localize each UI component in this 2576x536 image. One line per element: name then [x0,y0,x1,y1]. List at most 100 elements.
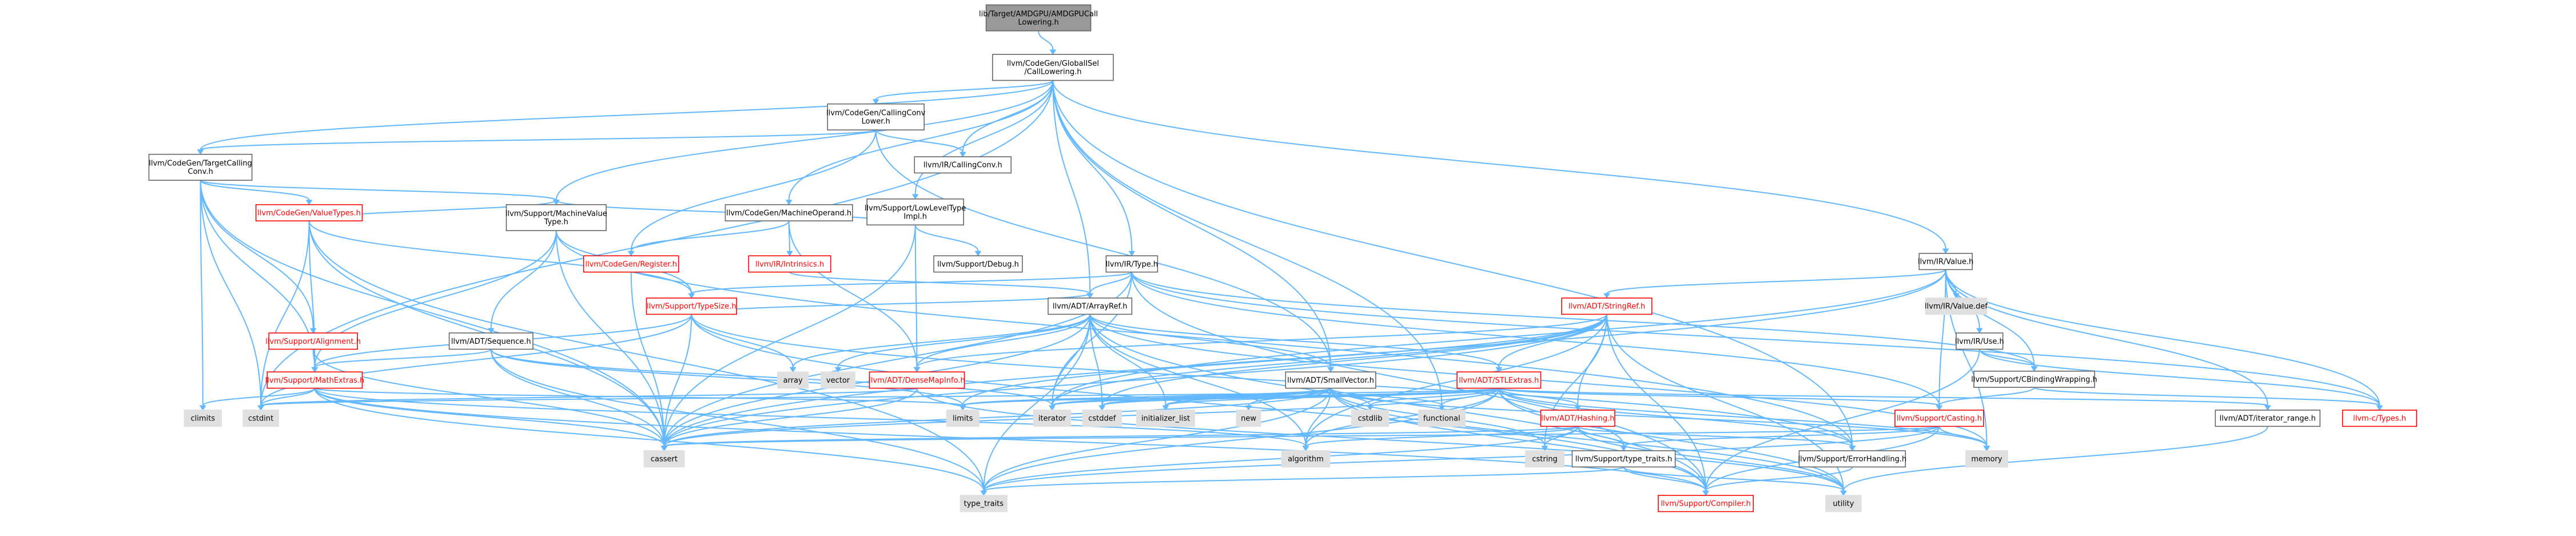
node-irc[interactable]: llvm/IR/CallingConv.h [914,156,1012,174]
arrowhead-ccl-to-irc [959,152,966,157]
node-align[interactable]: llvm/Support/Alignment.h [265,332,361,350]
edge-stlx-to-typetraits [983,388,1500,491]
edge-aref-to-stlx [1089,314,1500,368]
arrowhead-tsize-to-aref [1086,293,1094,299]
node-functional: functional [1418,410,1466,427]
node-seq[interactable]: llvm/ADT/Sequence.h [448,332,533,350]
node-box [985,4,1092,31]
edge-gisel-to-svec [1052,80,1332,368]
node-sref[interactable]: llvm/ADT/StringRef.h [1561,297,1653,315]
edge-err-to-compiler [1705,466,1853,491]
node-box [1525,450,1565,468]
edge-gisel-to-tcc [200,80,1054,150]
node-box [2215,410,2321,427]
node-label: array [783,376,803,385]
edge-mext-to-limits [314,387,963,406]
node-stlx[interactable]: llvm/ADT/STLExtras.h [1456,371,1542,389]
node-label: cstring [1532,455,1557,464]
node-cvt[interactable]: llvm/CodeGen/ValueTypes.h [255,204,363,221]
edge-stlx-to-irange [1498,387,2268,406]
arrowhead-tcc-to-align [309,328,317,334]
node-aref[interactable]: llvm/ADT/ArrayRef.h [1048,297,1133,315]
node-reg[interactable]: llvm/CodeGen/Register.h [583,255,679,273]
node-box [268,332,358,350]
node-hash[interactable]: llvm/ADT/Hashing.h [1540,410,1615,427]
arrowhead-cast-to-memory [1983,446,1990,451]
node-mo[interactable]: llvm/CodeGen/MachineOperand.h [724,204,853,221]
node-stt[interactable]: llvm/Support/type_traits.h [1571,450,1676,468]
node-mext[interactable]: llvm/Support/MathExtras.h [265,371,365,389]
node-label: llvm/ADT/iterator_range.h [2220,415,2316,423]
edge-cast-to-typetraits [983,426,1940,491]
node-cast[interactable]: llvm/Support/Casting.h [1894,410,1984,427]
node-vdef: llvm/IR/Value.def [1925,297,1988,315]
arrowhead-stt-to-compiler [1702,490,1710,496]
node-cbw[interactable]: llvm/Support/CBindingWrapping.h [1971,371,2097,388]
node-svec[interactable]: llvm/ADT/SmallVector.h [1285,371,1376,389]
node-label: memory [1971,455,2002,464]
node-value[interactable]: llvm/IR/Value.h [1918,253,1973,271]
node-box [643,450,685,468]
node-type[interactable]: llvm/IR/Type.h [1105,255,1158,273]
node-box [646,297,737,315]
node-label: Lowering.h [1018,18,1058,27]
edge-svec-to-memory [1330,388,1988,447]
edge-sref-to-cstddef [1101,314,1607,406]
node-compiler[interactable]: llvm/Support/Compiler.h [1658,495,1754,513]
arrowhead-gisel-to-ccl [872,99,879,105]
edge-gisel-to-functional [1052,80,1443,406]
edge-gisel-to-aref [1052,80,1091,294]
node-label: llvm/IR/Use.h [1955,338,2004,346]
node-label: llvm/Support/MachineValue [505,210,607,219]
node-irange[interactable]: llvm/ADT/iterator_range.h [2215,410,2321,427]
arrowhead-stlx-to-iterator [1049,405,1056,411]
node-tsize[interactable]: llvm/Support/TypeSize.h [646,297,737,315]
node-label: llvm/CodeGen/CallingConv [826,109,926,118]
node-intr[interactable]: llvm/IR/Intrinsics.h [748,255,831,273]
edge-value-to-ctypes [1945,269,2380,406]
arrowhead-gisel-to-llt [911,194,919,200]
node-dbg[interactable]: llvm/Support/Debug.h [933,255,1023,273]
node-box [1973,371,2095,388]
edge-svec-to-limits [962,387,1332,406]
edge-tsize-to-aref [691,293,1091,315]
node-label: llvm/ADT/StringRef.h [1568,303,1645,311]
node-memory: memory [1965,450,2008,468]
edge-stlx-to-err [1498,388,1853,447]
arrowhead-aref-to-svec [1327,367,1335,373]
node-box [1798,450,1906,468]
node-limits: limits [946,410,980,427]
edge-hash-to-stt [1577,426,1625,447]
edge-stlx-to-functional [1441,388,1500,406]
node-label: vector [826,376,850,385]
edge-intr-to-aref [789,271,1091,294]
dependency-edges [197,30,2383,496]
edge-tcc-to-cstdint [200,180,262,406]
arrowhead-sref-to-stlx [1495,367,1503,373]
node-dmi[interactable]: llvm/ADT/DenseMapInfo.h [869,371,965,389]
edge-gisel-to-err [1052,80,1853,446]
node-ctypes[interactable]: llvm-c/Types.h [2342,410,2418,427]
edge-cast-to-stt [1623,426,1940,447]
edge-mext-to-cassert [314,388,665,447]
node-err[interactable]: llvm/Support/ErrorHandling.h [1798,450,1907,468]
node-label: llvm/ADT/SmallVector.h [1287,376,1374,385]
node-typetraits: type_traits [959,495,1008,513]
node-box [1136,410,1195,427]
arrowhead-stlx-to-irange [2264,405,2271,411]
node-gisel[interactable]: llvm/CodeGen/GlobalISel/CallLowering.h [992,54,1114,81]
node-use[interactable]: llvm/IR/Use.h [1955,332,2004,350]
edge-seq-to-iterator [490,349,1053,406]
node-box [242,410,279,427]
node-box [255,204,363,221]
edge-dmi-to-cassert [663,388,918,447]
edge-ccl-to-reg [630,130,877,252]
edge-mvt-to-err [555,231,1853,446]
arrowhead-stlx-to-ilist [1162,405,1169,411]
node-box [1285,371,1376,389]
